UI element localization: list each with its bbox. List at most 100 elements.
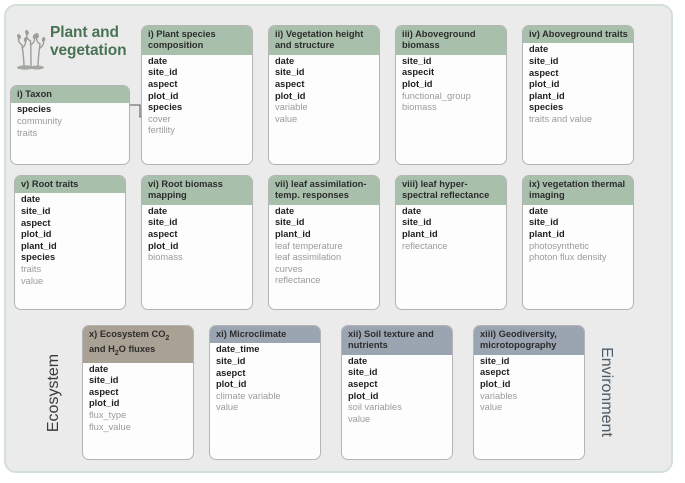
field-key: site_id	[148, 217, 178, 228]
field-key: asepct	[216, 367, 246, 378]
field-key: aspect	[21, 217, 51, 228]
entity-box-title-leaf-assimilation-temp-responses: vii) leaf assimilation-temp. responses	[269, 176, 379, 205]
field-key: species	[17, 104, 52, 115]
field-attribute: value	[348, 413, 371, 424]
field-key: aspect	[529, 67, 559, 78]
field-attribute: climate variable	[216, 390, 281, 401]
field-attribute: reflectance	[402, 240, 448, 251]
field-key: date	[275, 205, 295, 216]
field-key: date	[21, 194, 41, 205]
entity-box-title-soil-texture-nutrients: xii) Soil texture and nutrients	[342, 326, 452, 355]
field-key: aspect	[275, 79, 305, 89]
field-key: plant_id	[21, 240, 57, 251]
field-key: aspect	[148, 79, 178, 89]
plant-grass-icon	[17, 29, 46, 70]
field-attribute: fertility	[148, 125, 175, 136]
entity-box-title-plant-species-composition: i) Plant species composition	[142, 26, 252, 55]
field-key: site_id	[216, 356, 246, 366]
field-key: site_id	[529, 56, 559, 66]
field-key: aspect	[148, 229, 178, 239]
entity-box-title-root-traits: v) Root traits	[15, 176, 125, 194]
field-key: plot_id	[89, 398, 120, 409]
field-attribute: biomass	[402, 102, 437, 113]
field-attribute: value	[275, 113, 298, 124]
field-key: plant_id	[529, 229, 565, 239]
field-key: date	[402, 205, 422, 216]
field-attribute: leaf temperature	[275, 240, 343, 251]
field-key: site_id	[89, 375, 119, 386]
field-key: site_id	[348, 367, 378, 378]
field-key: plot_id	[529, 79, 560, 90]
field-key: site_id	[275, 217, 305, 228]
field-key: site_id	[529, 217, 559, 228]
field-attribute: photosynthetic	[529, 240, 589, 251]
field-key: species	[148, 102, 183, 113]
field-key: plant_id	[275, 229, 311, 239]
field-key: plot_id	[480, 379, 511, 389]
field-key: date	[275, 55, 295, 66]
field-attribute: traits and value	[529, 113, 593, 124]
field-key: plot_id	[21, 229, 52, 240]
field-key: species	[21, 252, 56, 263]
entity-box-title-geodiversity-microtopography: xiii) Geodiversity, microtopography	[474, 326, 584, 355]
field-attribute: flux_value	[89, 421, 131, 432]
field-key: site_id	[480, 355, 510, 366]
entity-box-title-aboveground-biomass: iii) Aboveground biomass	[396, 26, 506, 55]
field-attribute: variable	[275, 102, 308, 113]
field-key: plot_id	[348, 390, 379, 401]
entity-box-title-aboveground-traits: iv) Aboveground traits	[523, 26, 633, 44]
field-key: date	[148, 205, 168, 216]
page-title: Plant and vegetation	[50, 24, 127, 59]
field-attribute: curves	[275, 263, 303, 274]
field-key: plot_id	[275, 90, 306, 101]
field-key: plot_id	[216, 379, 247, 390]
field-key: plot_id	[148, 240, 179, 251]
field-attribute: soil variables	[348, 402, 402, 413]
field-key: date	[529, 205, 549, 216]
field-key: site_id	[21, 206, 51, 216]
field-key: plot_id	[402, 79, 433, 89]
field-key: plant_id	[402, 229, 438, 239]
section-title-block: Plant and vegetation	[12, 22, 142, 80]
field-key: species	[529, 102, 564, 113]
side-label-ecosystem-text: Ecosystem	[45, 353, 62, 433]
field-attribute: value	[21, 275, 44, 286]
field-attribute: traits	[21, 263, 42, 274]
field-attribute: value	[216, 402, 239, 413]
field-key: site_id	[402, 217, 432, 228]
field-attribute: variables	[480, 390, 518, 401]
entity-box-title-root-biomass-mapping: vi) Root biomass mapping	[142, 176, 252, 205]
field-key: aspecit	[402, 67, 435, 78]
field-key: site_id	[402, 55, 432, 66]
field-key: asepct	[480, 367, 510, 378]
field-attribute: leaf assimilation	[275, 252, 342, 263]
field-attribute: functional_group	[402, 90, 471, 101]
